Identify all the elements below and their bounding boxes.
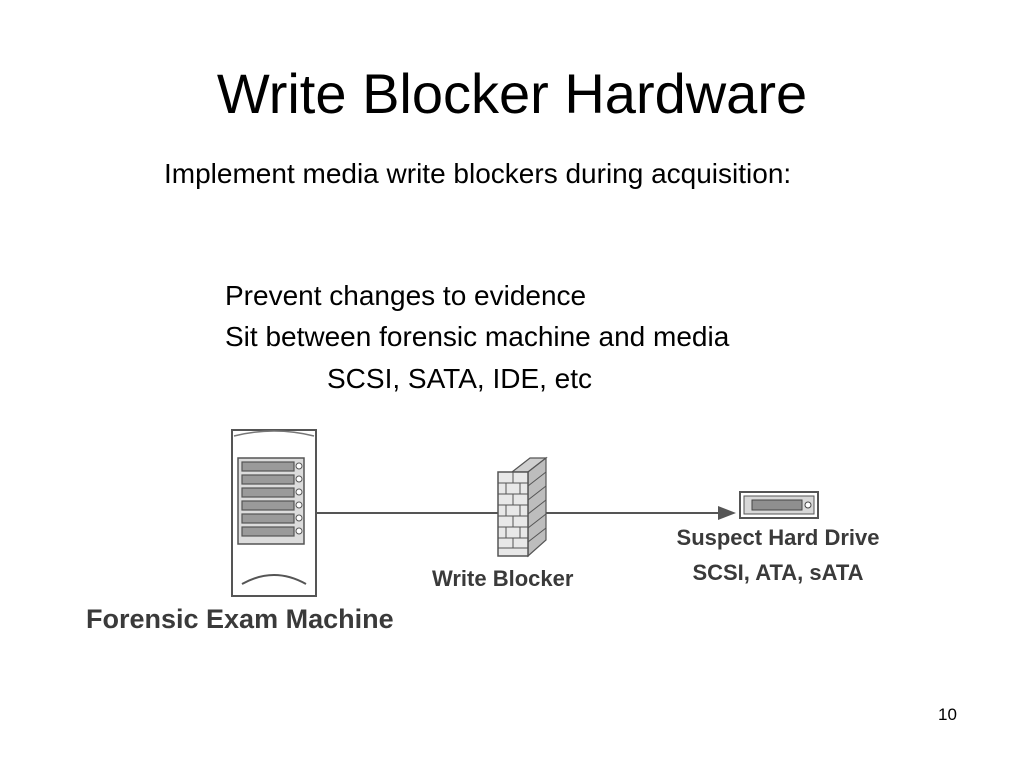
bullet-sit-between: Sit between forensic machine and media (225, 321, 730, 352)
arrow-head-icon (718, 506, 736, 520)
machine-label: Forensic Exam Machine (86, 604, 394, 634)
hard-drive-icon (739, 491, 819, 519)
slide-title: Write Blocker Hardware (216, 62, 808, 125)
intro-text: Implement media write blockers during ac… (164, 158, 792, 189)
bullet-interfaces: SCSI, SATA, IDE, etc (327, 363, 593, 394)
drive-label-line2: SCSI, ATA, sATA (692, 560, 863, 585)
brick-wall-icon (497, 456, 548, 558)
bullet-prevent-changes: Prevent changes to evidence (225, 280, 587, 311)
drive-label-line1: Suspect Hard Drive (677, 525, 880, 550)
blocker-label: Write Blocker (432, 566, 574, 591)
server-tower-icon (231, 429, 317, 597)
page-number: 10 (938, 705, 957, 724)
